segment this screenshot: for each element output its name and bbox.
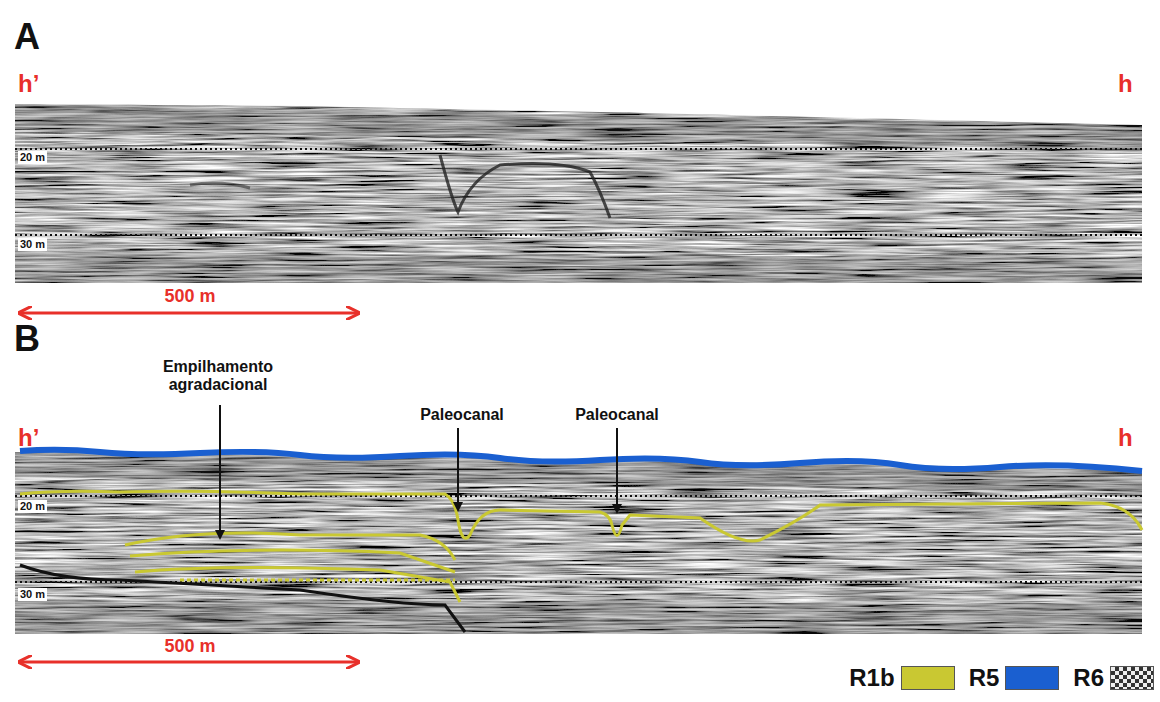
profile-end: h bbox=[1118, 70, 1133, 98]
legend-text: R6 bbox=[1073, 664, 1104, 692]
legend-text: R1b bbox=[849, 664, 894, 692]
legend-swatch bbox=[1110, 666, 1154, 690]
r1b-horizon bbox=[180, 579, 455, 582]
depth-label: 30 m bbox=[18, 588, 47, 601]
legend-text: R5 bbox=[969, 664, 1000, 692]
legend-swatch bbox=[1005, 666, 1059, 690]
legend: R1b R5 R6 bbox=[841, 664, 1154, 692]
legend-swatch bbox=[901, 666, 955, 690]
seismic-profile-a bbox=[0, 90, 1160, 290]
profile-end: h’ bbox=[18, 70, 39, 98]
profile-end: h bbox=[1118, 424, 1133, 452]
r1b-horizon bbox=[20, 491, 1142, 541]
annotation: Paleocanal bbox=[575, 406, 659, 424]
scale-label: 500 m bbox=[164, 286, 215, 307]
seismic-profile-b bbox=[0, 440, 1160, 640]
leader-arrow bbox=[219, 405, 221, 538]
panel-letter: B bbox=[14, 318, 40, 359]
depth-label: 20 m bbox=[18, 500, 47, 513]
annotation: Paleocanal bbox=[420, 406, 504, 424]
depth-label: 30 m bbox=[18, 238, 47, 251]
leader-arrow bbox=[616, 428, 618, 512]
depth-line bbox=[15, 234, 1142, 236]
panel-letter: A bbox=[14, 16, 40, 57]
leader-arrow bbox=[457, 428, 459, 510]
r6-horizon bbox=[20, 565, 465, 632]
depth-line bbox=[15, 495, 1142, 497]
scale-bar bbox=[20, 661, 358, 664]
scale-label: 500 m bbox=[164, 636, 215, 657]
depth-label: 20 m bbox=[18, 151, 47, 164]
depth-line bbox=[15, 148, 1142, 150]
annotation: Empilhamento agradacional bbox=[133, 358, 303, 395]
profile-end: h’ bbox=[18, 424, 39, 452]
r5-horizon bbox=[20, 450, 1142, 471]
scale-bar bbox=[20, 312, 358, 315]
